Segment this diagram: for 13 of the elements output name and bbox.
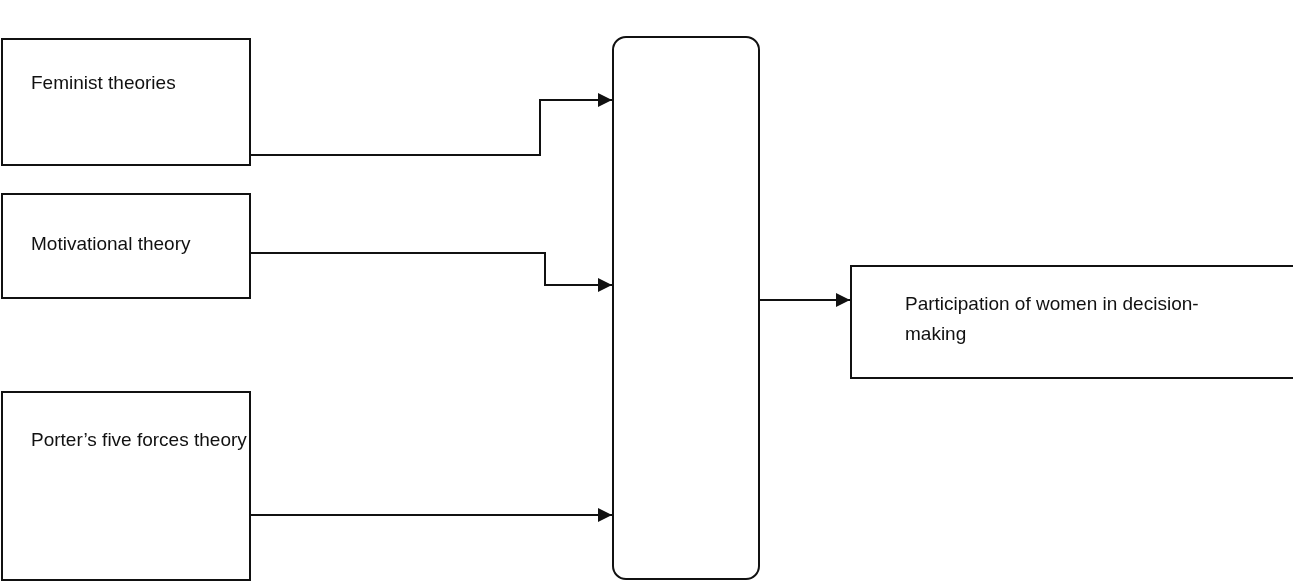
box-label: Feminist theories bbox=[31, 71, 177, 95]
box-label: Participation of women in decision-making bbox=[905, 292, 1200, 347]
theory-box bbox=[1, 391, 251, 581]
theory-box bbox=[1, 38, 251, 166]
arrow bbox=[250, 252, 613, 292]
box-label: Porter’s five forces theory bbox=[31, 428, 248, 452]
arrow bbox=[250, 508, 613, 522]
theory-box bbox=[1, 193, 251, 299]
central-box bbox=[612, 36, 760, 580]
arrow bbox=[759, 293, 851, 307]
box-label: Motivational theory bbox=[31, 232, 192, 256]
theory-box bbox=[850, 265, 1293, 379]
arrow bbox=[250, 93, 613, 156]
